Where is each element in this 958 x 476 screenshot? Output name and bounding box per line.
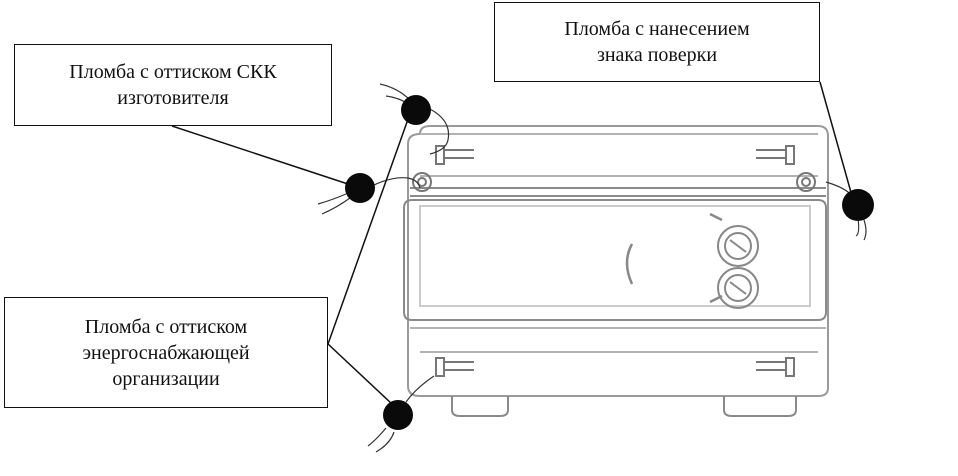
leader-manufacturer: [171, 125, 355, 187]
meter-front-panel: [403, 199, 827, 321]
meter-device: [403, 125, 829, 417]
latch-bottom-left: [435, 357, 474, 377]
seal-supplier-top: [401, 95, 431, 125]
seal-supplier-bottom: [383, 400, 413, 430]
meter-housing: [407, 125, 829, 397]
callout-manufacturer-label: Пломба с оттиском СКК изготовителя: [69, 61, 277, 109]
meter-display-arc: [625, 243, 634, 285]
leader-supplier-top: [327, 107, 413, 345]
callout-supplier-label: Пломба с оттиском энергоснабжающей орган…: [82, 315, 250, 390]
seal-manufacturer: [345, 173, 375, 203]
screw-right: [796, 172, 816, 192]
meter-mark-top: [709, 212, 723, 222]
callout-supplier-seal: Пломба с оттиском энергоснабжающей орган…: [4, 297, 328, 408]
meter-upper-rail: [410, 187, 826, 197]
screw-left: [412, 172, 432, 192]
latch-top-right: [756, 145, 795, 165]
callout-verification-seal: Пломба с нанесением знака поверки: [494, 2, 820, 82]
meter-foot-right: [723, 396, 797, 417]
meter-foot-left: [451, 396, 509, 417]
latch-top-left: [435, 145, 474, 165]
callout-manufacturer-seal: Пломба с оттиском СКК изготовителя: [14, 44, 332, 126]
meter-top-band: [420, 133, 818, 177]
leader-lines: [171, 81, 853, 405]
seal-verification: [842, 189, 874, 221]
meter-lower-band: [410, 327, 826, 353]
callout-verification-label: Пломба с нанесением знака поверки: [564, 18, 750, 66]
meter-knob-lower: [717, 267, 759, 309]
meter-knob-upper: [717, 225, 759, 267]
leader-verification: [819, 81, 853, 197]
latch-bottom-right: [756, 357, 795, 377]
meter-front-inner: [419, 205, 811, 307]
leader-supplier-bottom: [327, 343, 393, 405]
